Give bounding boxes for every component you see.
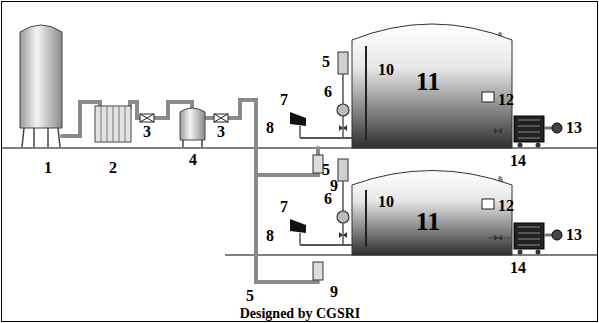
callout-number: 6 (324, 84, 332, 100)
callout-number: 7 (280, 92, 288, 108)
watermark: Designed by CGSRI (240, 307, 361, 321)
callout-number: 5 (322, 162, 330, 178)
vessel-4 (180, 108, 205, 147)
meter-9 (313, 155, 323, 280)
callout-number: 1 (44, 160, 52, 176)
callout-number: 9 (330, 284, 338, 300)
callout-number: 3 (217, 124, 225, 140)
callout-number: 8 (266, 120, 274, 136)
callout-number: 13 (566, 120, 582, 136)
tank-1 (20, 25, 62, 147)
callout-number: 10 (378, 62, 394, 78)
callout-number: 12 (498, 92, 514, 108)
callout-number: 7 (280, 199, 288, 215)
callout-number: 14 (510, 260, 526, 276)
filter-2 (95, 106, 131, 142)
callout-number: 14 (510, 153, 526, 169)
dosing-set (290, 159, 562, 255)
callout-number: 6 (324, 191, 332, 207)
box-12 (482, 92, 494, 209)
dosing-set (290, 52, 562, 148)
callout-number: 12 (498, 198, 514, 214)
callout-number: 5 (322, 54, 330, 70)
callout-number: 10 (378, 194, 394, 210)
callout-number: 13 (566, 227, 582, 243)
callout-number: 11 (416, 69, 441, 95)
callout-number: 2 (109, 160, 117, 176)
callout-number: 4 (189, 152, 197, 168)
callout-number: 3 (143, 124, 151, 140)
callout-number: 8 (266, 228, 274, 244)
callout-number: 5 (246, 288, 254, 304)
tank-11 (352, 24, 512, 255)
callout-number: 11 (416, 209, 441, 235)
